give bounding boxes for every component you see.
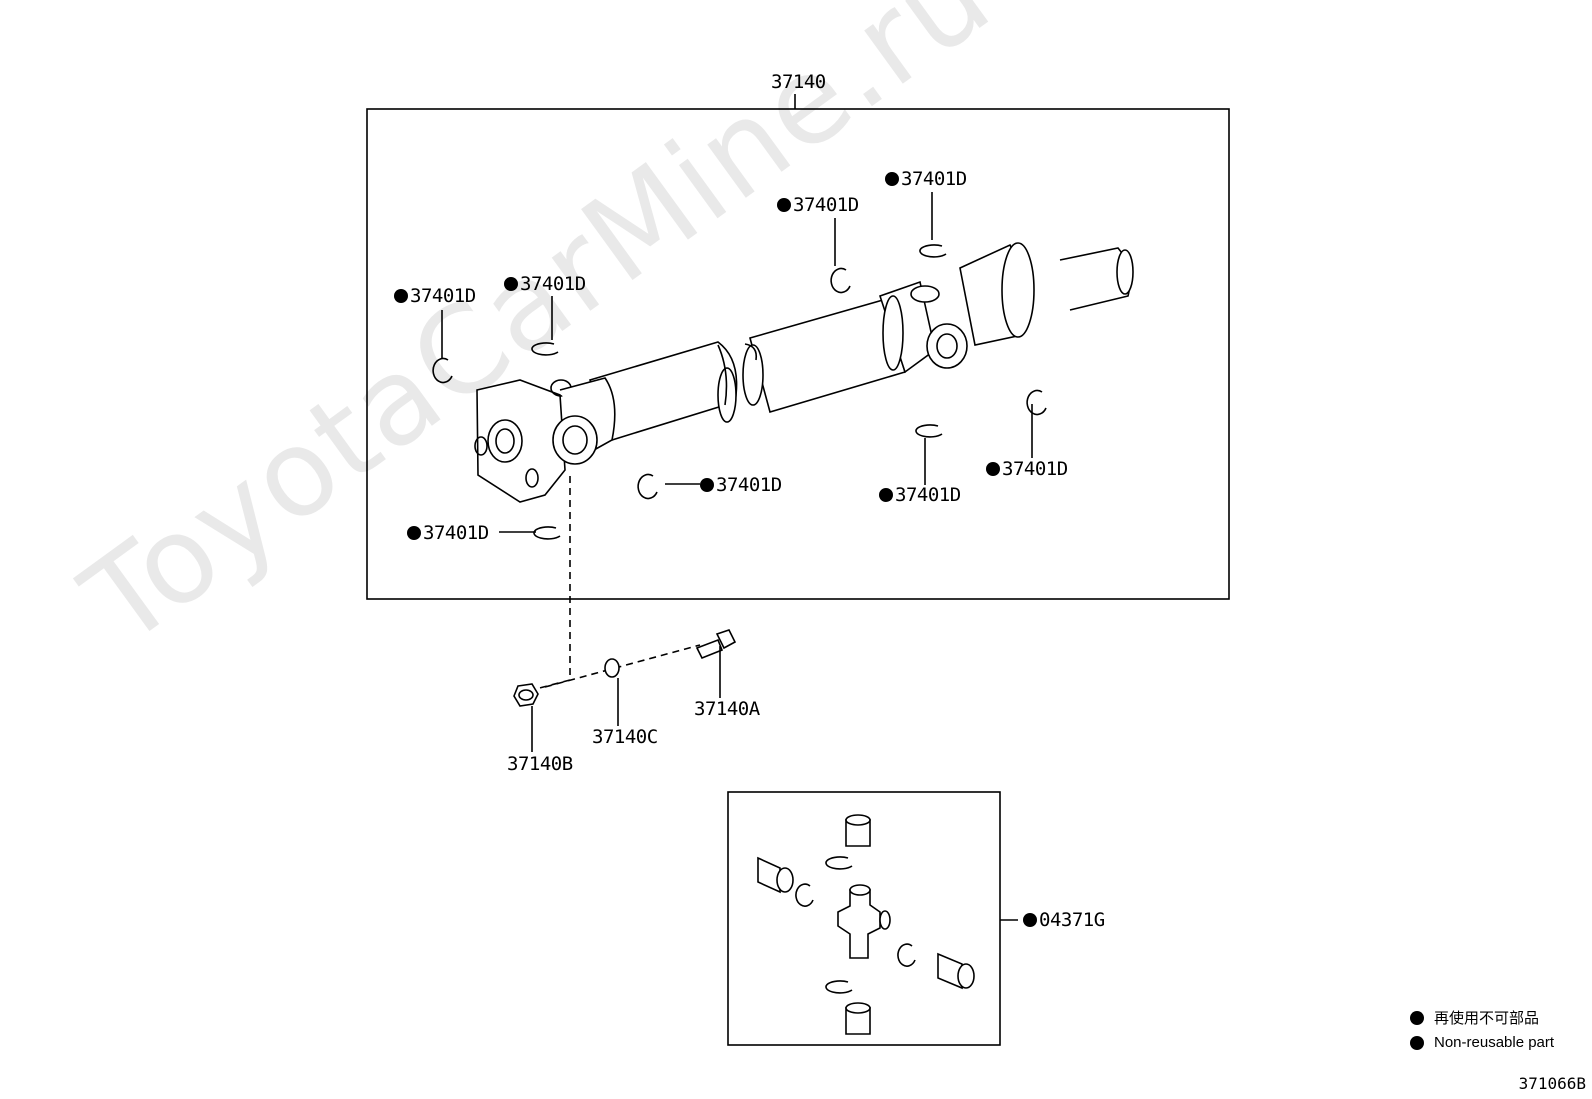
label-text: 37401D <box>520 273 586 295</box>
legend-text-jp: 再使用不可部品 <box>1434 1010 1540 1027</box>
figure-code: 371066B <box>1518 1074 1586 1093</box>
nut-icon <box>513 683 539 752</box>
label-text: 37401D <box>793 194 859 216</box>
non-reusable-dot-icon <box>986 462 1000 476</box>
washer-icon <box>604 658 620 726</box>
label-washer-37140C: 37140C <box>592 726 658 748</box>
front-flange-yoke <box>474 377 616 503</box>
label-snap-ring-1: 37401D <box>394 287 476 306</box>
non-reusable-dot-icon <box>1023 913 1037 927</box>
label-snap-ring-2: 37401D <box>504 275 586 294</box>
legend-row-jp: 再使用不可部品 <box>1410 1005 1554 1030</box>
legend-text-en: Non-reusable part <box>1434 1034 1555 1051</box>
non-reusable-dot-icon <box>777 198 791 212</box>
snap-ring-icons <box>432 244 1047 540</box>
fastener-dashed-line <box>531 476 701 691</box>
shaft-front-tube <box>588 341 738 441</box>
bolt-icon <box>695 629 737 698</box>
non-reusable-dot-icon <box>700 478 714 492</box>
snap-ring-leaders <box>441 192 1033 533</box>
label-snap-ring-8: 37401D <box>407 524 489 543</box>
non-reusable-dot-icon <box>407 526 421 540</box>
label-text: 37401D <box>410 285 476 307</box>
non-reusable-dot-icon <box>394 289 408 303</box>
non-reusable-dot-icon <box>1410 1010 1424 1025</box>
label-bolt-37140A: 37140A <box>694 698 760 720</box>
spider-kit-frame <box>727 791 1001 1046</box>
rear-yoke-slip-joint <box>878 242 1134 374</box>
label-nut-37140B: 37140B <box>507 753 573 775</box>
label-assembly-37140: 37140 <box>771 71 826 93</box>
label-snap-ring-4: 37401D <box>885 170 967 189</box>
label-text: 37401D <box>895 484 961 506</box>
non-reusable-dot-icon <box>879 488 893 502</box>
label-snap-ring-6: 37401D <box>879 486 961 505</box>
label-text: 37401D <box>423 522 489 544</box>
non-reusable-dot-icon <box>885 172 899 186</box>
non-reusable-dot-icon <box>504 277 518 291</box>
label-snap-ring-5: 37401D <box>986 460 1068 479</box>
label-text: 37401D <box>901 168 967 190</box>
shaft-rear-tube <box>742 299 907 413</box>
label-spider-kit-04371G: 04371G <box>1023 911 1105 930</box>
spider-kit-parts <box>757 814 975 1035</box>
label-snap-ring-7: 37401D <box>700 476 782 495</box>
assembly-frame <box>366 108 1230 600</box>
legend-row-en: Non-reusable part <box>1410 1030 1554 1055</box>
label-text: 37401D <box>1002 458 1068 480</box>
label-text: 37401D <box>716 474 782 496</box>
label-text: 04371G <box>1039 909 1105 931</box>
non-reusable-dot-icon <box>1410 1035 1424 1050</box>
label-snap-ring-3: 37401D <box>777 196 859 215</box>
legend: 再使用不可部品 Non-reusable part <box>1410 1005 1554 1055</box>
